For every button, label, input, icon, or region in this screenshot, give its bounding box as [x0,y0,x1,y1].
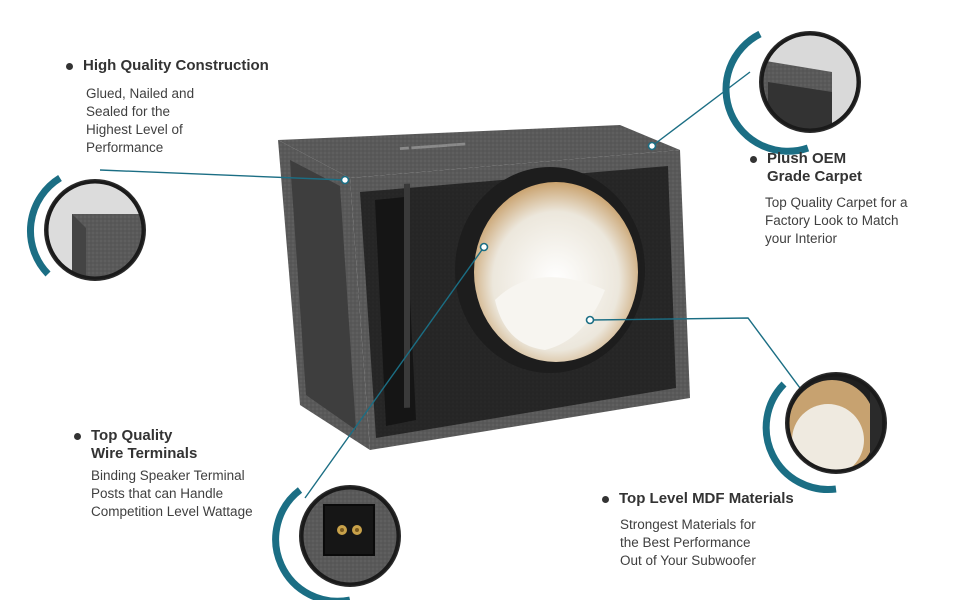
callout-title: Top Quality Wire Terminals [91,427,198,462]
box-logo-mark: ▬ ▬▬▬▬▬▬ [399,137,465,152]
callout-title-row: Plush OEM Grade Carpet [750,150,908,186]
callout-description: Strongest Materials for the Best Perform… [620,517,756,568]
box-vent-divider [404,183,410,408]
box-insulation-fold [495,277,605,350]
box-side-inner [290,160,356,430]
box-top-panel [278,125,680,178]
connector-terminals [304,246,485,499]
terminal-plate [323,504,375,556]
connector-mdf [589,317,801,389]
magnifier-arc [762,381,837,493]
callout-title: Plush OEM Grade Carpet [767,150,863,185]
callout-construction: High Quality Construction Glued, Nailed … [66,57,269,157]
magnifier-construction [27,175,146,281]
bullet-icon [602,496,609,503]
magnifier-mdf [762,372,887,493]
dot-carpet [647,141,657,151]
callout-description: Binding Speaker Terminal Posts that can … [91,468,253,519]
callout-description: Glued, Nailed and Sealed for the Highest… [86,86,195,155]
callout-title-row: Top Level MDF Materials [602,490,794,508]
dot-mdf [585,315,595,325]
callout-title-row: Top Quality Wire Terminals [74,427,253,463]
connector-carpet [651,71,751,147]
callout-description: Top Quality Carpet for a Factory Look to… [765,195,908,246]
connector-lines [99,71,801,499]
bullet-icon [74,433,81,440]
callout-carpet: Plush OEM Grade Carpet Top Quality Carpe… [750,150,908,248]
magnifier-carpet [722,30,861,155]
bullet-icon [750,156,757,163]
magnifier-arc [27,175,62,277]
callout-title: Top Level MDF Materials [619,490,794,507]
connector-dots [340,141,657,325]
callout-title-row: High Quality Construction [66,57,269,75]
callout-terminals: Top Quality Wire Terminals Binding Speak… [74,427,253,521]
magnifier-terminals [272,485,401,600]
subwoofer-box: ▬ ▬▬▬▬▬▬ [278,125,690,450]
callout-title: High Quality Construction [83,57,269,74]
dot-construction [340,175,350,185]
magnifier-arc [272,487,350,600]
bullet-icon [66,63,73,70]
callout-mdf: Top Level MDF Materials Strongest Materi… [602,490,794,570]
dot-terminals [479,242,489,252]
connector-construction [99,169,346,181]
magnifier-arc [722,30,810,155]
